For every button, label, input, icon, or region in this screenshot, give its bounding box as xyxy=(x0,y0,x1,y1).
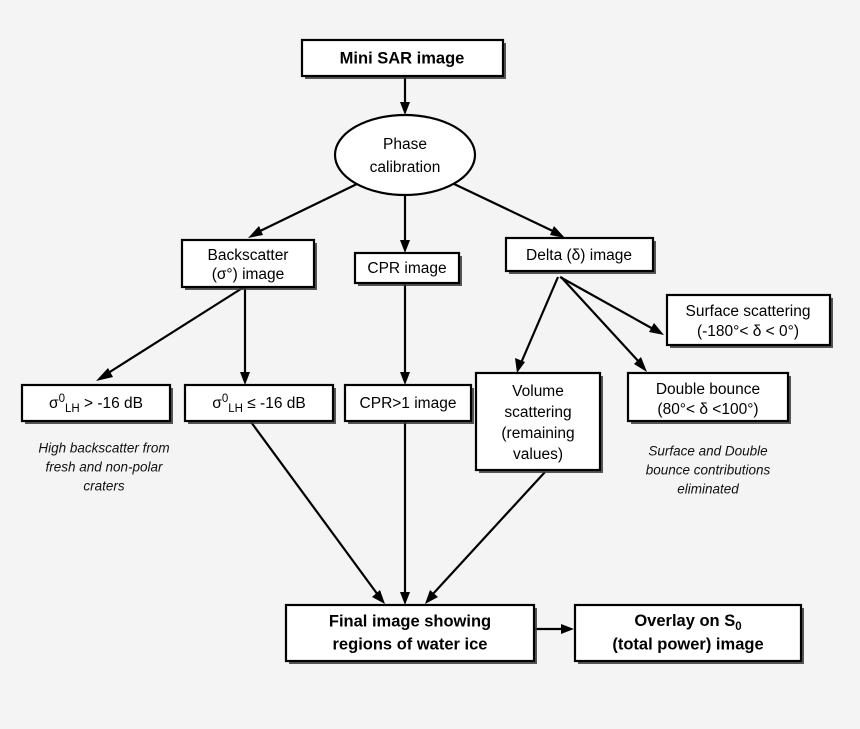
note-contributions-eliminated-line1: Surface and Double xyxy=(648,444,767,459)
node-sigma-high[interactable]: σ0LH > -16 dB xyxy=(20,383,173,424)
edge-final-to-overlay xyxy=(533,624,574,634)
node-surface-scattering-label-line1: Surface scattering xyxy=(686,303,811,320)
node-surface-scattering[interactable]: Surface scattering (-180°< δ < 0°) xyxy=(665,293,833,348)
node-cpr-image-label: CPR image xyxy=(367,260,446,277)
node-cpr-gt1-image-label: CPR>1 image xyxy=(360,395,457,412)
edges-layer xyxy=(96,76,664,634)
nodes-layer: Mini SAR image Phase calibration Backsca… xyxy=(20,38,833,664)
node-sigma-high-suffix: > -16 dB xyxy=(80,395,143,412)
edge-phase-to-backscatter xyxy=(248,182,360,238)
edge-cpr-to-cprgt1 xyxy=(400,281,410,385)
note-contributions-eliminated-line2: bounce contributions xyxy=(646,463,771,478)
notes-layer: High backscatter from fresh and non-pola… xyxy=(38,441,770,497)
node-phase-calibration[interactable]: Phase calibration xyxy=(333,113,477,197)
edge-cprgt1-to-final xyxy=(400,422,410,605)
node-sigma-high-subscript: LH xyxy=(65,403,80,415)
node-surface-scattering-label-line2: (-180°< δ < 0°) xyxy=(697,323,799,340)
node-backscatter-image-label-line1: Backscatter xyxy=(208,247,289,264)
edge-delta-to-surface xyxy=(559,276,664,335)
edge-volume-to-final xyxy=(425,471,546,604)
node-sigma-high-symbol: σ xyxy=(49,395,59,412)
node-volume-scattering[interactable]: Volume scattering (remaining values) xyxy=(474,371,603,473)
node-sigma-high-label: σ0LH > -16 dB xyxy=(49,393,143,415)
node-sigma-low[interactable]: σ0LH ≤ -16 dB xyxy=(183,383,336,424)
node-overlay-s0-subscript: 0 xyxy=(735,621,741,633)
edge-phase-to-cpr xyxy=(400,194,410,253)
node-final-image-label-line2: regions of water ice xyxy=(333,635,488,653)
edge-backscatter-to-sigma-low-left xyxy=(96,286,245,381)
edge-sigmalow-to-final xyxy=(250,421,385,604)
node-overlay-s0-label-line2: (total power) image xyxy=(612,635,763,653)
node-delta-image[interactable]: Delta (δ) image xyxy=(504,236,656,274)
node-overlay-s0[interactable]: Overlay on S0 (total power) image xyxy=(573,603,804,664)
node-double-bounce[interactable]: Double bounce (80°< δ <100°) xyxy=(626,371,791,424)
edge-backscatter-to-sigma-high-down xyxy=(240,287,250,385)
node-double-bounce-label-line2: (80°< δ <100°) xyxy=(657,401,758,418)
node-mini-sar-image[interactable]: Mini SAR image xyxy=(300,38,506,79)
node-sigma-low-subscript: LH xyxy=(228,403,243,415)
edge-minisar-to-phase xyxy=(400,76,410,115)
node-phase-calibration-label-line2: calibration xyxy=(370,159,441,176)
note-high-backscatter-line3: craters xyxy=(83,479,125,494)
note-high-backscatter-line1: High backscatter from xyxy=(38,441,169,456)
edge-delta-to-volume xyxy=(515,276,560,373)
node-volume-scattering-label-line4: values) xyxy=(513,446,563,463)
node-final-image[interactable]: Final image showing regions of water ice xyxy=(284,603,537,664)
node-double-bounce-label-line1: Double bounce xyxy=(656,381,760,398)
node-mini-sar-image-label: Mini SAR image xyxy=(340,49,465,67)
edge-delta-to-double xyxy=(560,276,647,372)
node-sigma-low-symbol: σ xyxy=(212,395,222,412)
node-final-image-label-line1: Final image showing xyxy=(329,612,491,630)
node-overlay-s0-prefix: Overlay on S xyxy=(634,612,735,630)
note-high-backscatter-line2: fresh and non-polar xyxy=(45,460,163,475)
node-volume-scattering-label-line3: (remaining xyxy=(501,425,574,442)
node-backscatter-image-label-line2: (σ°) image xyxy=(212,266,285,283)
node-delta-image-label: Delta (δ) image xyxy=(526,247,632,264)
node-sigma-low-suffix: ≤ -16 dB xyxy=(243,395,306,412)
note-contributions-eliminated: Surface and Double bounce contributions … xyxy=(646,444,771,497)
node-overlay-s0-label-line1: Overlay on S0 xyxy=(634,612,741,633)
note-high-backscatter: High backscatter from fresh and non-pola… xyxy=(38,441,169,494)
node-sigma-low-label: σ0LH ≤ -16 dB xyxy=(212,393,305,415)
node-sigma-high-superscript: 0 xyxy=(59,393,65,405)
edge-phase-to-delta xyxy=(451,182,565,238)
node-cpr-image[interactable]: CPR image xyxy=(353,251,462,286)
node-backscatter-image[interactable]: Backscatter (σ°) image xyxy=(180,238,317,290)
node-phase-calibration-label-line1: Phase xyxy=(383,136,427,153)
node-sigma-low-superscript: 0 xyxy=(222,393,228,405)
note-contributions-eliminated-line3: eliminated xyxy=(677,482,739,497)
node-volume-scattering-label-line2: scattering xyxy=(504,404,571,421)
node-volume-scattering-label-line1: Volume xyxy=(512,383,564,400)
node-cpr-gt1-image[interactable]: CPR>1 image xyxy=(343,383,474,424)
